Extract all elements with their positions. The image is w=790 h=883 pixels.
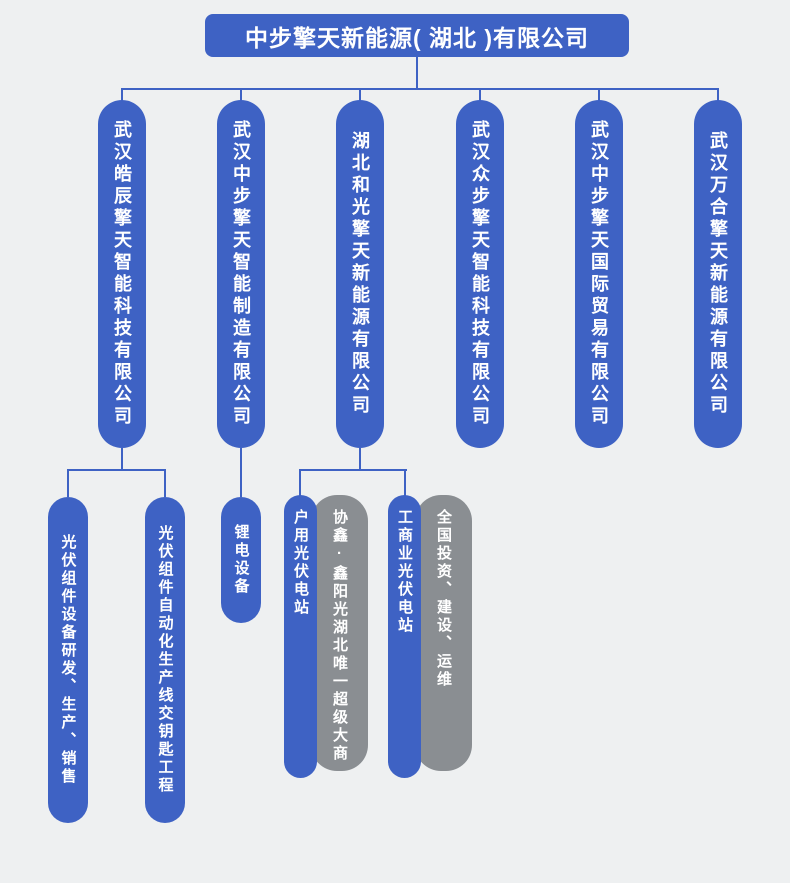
branch-node-6: 武汉万合擎天新能源有限公司 [694, 100, 742, 448]
branch-node-2: 武汉中步擎天智能制造有限公司 [217, 100, 265, 448]
connector-stub-branch-4 [479, 88, 481, 101]
root-company-label: 中步擎天新能源( 湖北 )有限公司 [244, 24, 590, 51]
leaf-note-residential-pv: 协鑫·鑫阳光湖北唯一超级大商 [311, 495, 368, 771]
branch-label-3: 湖北和光擎天新能源有限公司 [350, 131, 370, 417]
connector-stub-branch-2 [240, 88, 242, 101]
connector-branch-bar [121, 88, 719, 90]
root-company-node: 中步擎天新能源( 湖北 )有限公司 [205, 14, 629, 57]
connector-stub-branch1-child2 [164, 469, 166, 497]
branch-label-1: 武汉皓辰擎天智能科技有限公司 [112, 120, 132, 428]
leaf-node-lithium-equipment: 锂电设备 [221, 497, 261, 623]
connector-branch1-bar [67, 469, 166, 471]
branch-label-4: 武汉众步擎天智能科技有限公司 [470, 120, 490, 428]
connector-stub-branch-5 [598, 88, 600, 101]
leaf-label: 锂电设备 [232, 524, 250, 596]
branch-node-3: 湖北和光擎天新能源有限公司 [336, 100, 384, 448]
connector-branch3-bar [299, 469, 407, 471]
leaf-label: 光伏组件自动化生产线交钥匙工程 [156, 525, 174, 795]
leaf-node-commercial-pv: 工商业光伏电站 [388, 495, 421, 778]
leaf-node-turnkey-line: 光伏组件自动化生产线交钥匙工程 [145, 497, 185, 823]
branch-node-1: 武汉皓辰擎天智能科技有限公司 [98, 100, 146, 448]
connector-stub-branch3-child1 [299, 469, 301, 497]
leaf-note-commercial-pv: 全国投资、建设、运维 [415, 495, 472, 771]
connector-stub-branch-1 [121, 88, 123, 101]
connector-branch2-stem [240, 448, 242, 497]
branch-node-4: 武汉众步擎天智能科技有限公司 [456, 100, 504, 448]
leaf-label: 光伏组件设备研发、生产、销售 [59, 534, 77, 786]
branch-node-5: 武汉中步擎天国际贸易有限公司 [575, 100, 623, 448]
connector-stub-branch3-child2 [404, 469, 406, 497]
leaf-node-residential-pv: 户用光伏电站 [284, 495, 317, 778]
connector-stub-branch1-child1 [67, 469, 69, 497]
leaf-label: 户用光伏电站 [292, 509, 309, 617]
connector-root-stem [416, 57, 418, 89]
branch-label-6: 武汉万合擎天新能源有限公司 [708, 131, 728, 417]
connector-branch3-stem [359, 448, 361, 471]
leaf-note-label: 全国投资、建设、运维 [435, 509, 452, 689]
leaf-note-label: 协鑫·鑫阳光湖北唯一超级大商 [331, 509, 348, 763]
connector-stub-branch-3 [359, 88, 361, 101]
connector-branch1-stem [121, 448, 123, 471]
branch-label-2: 武汉中步擎天智能制造有限公司 [231, 120, 251, 428]
leaf-node-pv-equipment: 光伏组件设备研发、生产、销售 [48, 497, 88, 823]
connector-stub-branch-6 [717, 88, 719, 101]
leaf-label: 工商业光伏电站 [396, 509, 413, 635]
branch-label-5: 武汉中步擎天国际贸易有限公司 [589, 120, 609, 428]
